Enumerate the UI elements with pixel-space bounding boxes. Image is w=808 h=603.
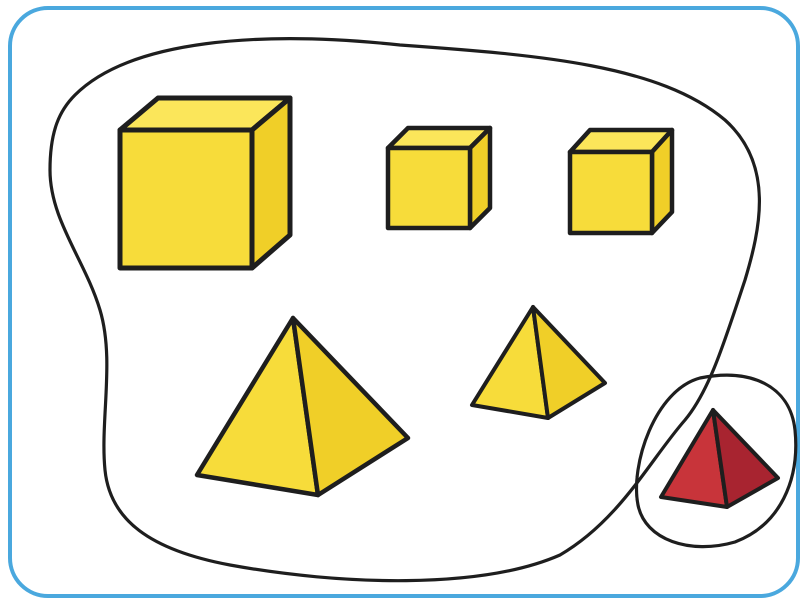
small-yellow-cube-2 <box>570 130 672 233</box>
small-yellow-pyramid <box>472 307 605 418</box>
pyramid-right-face <box>533 307 605 418</box>
small-yellow-cube-1 <box>388 128 490 228</box>
cube-side-face <box>652 130 672 233</box>
cube-side-face <box>252 98 290 268</box>
large-yellow-cube <box>120 98 290 268</box>
cube-front-face <box>120 130 252 268</box>
large-yellow-pyramid <box>197 318 408 495</box>
cube-front-face <box>388 148 470 228</box>
cube-side-face <box>470 128 490 228</box>
cube-front-face <box>570 152 652 233</box>
small-red-pyramid <box>661 410 778 507</box>
picture-frame <box>10 8 798 596</box>
